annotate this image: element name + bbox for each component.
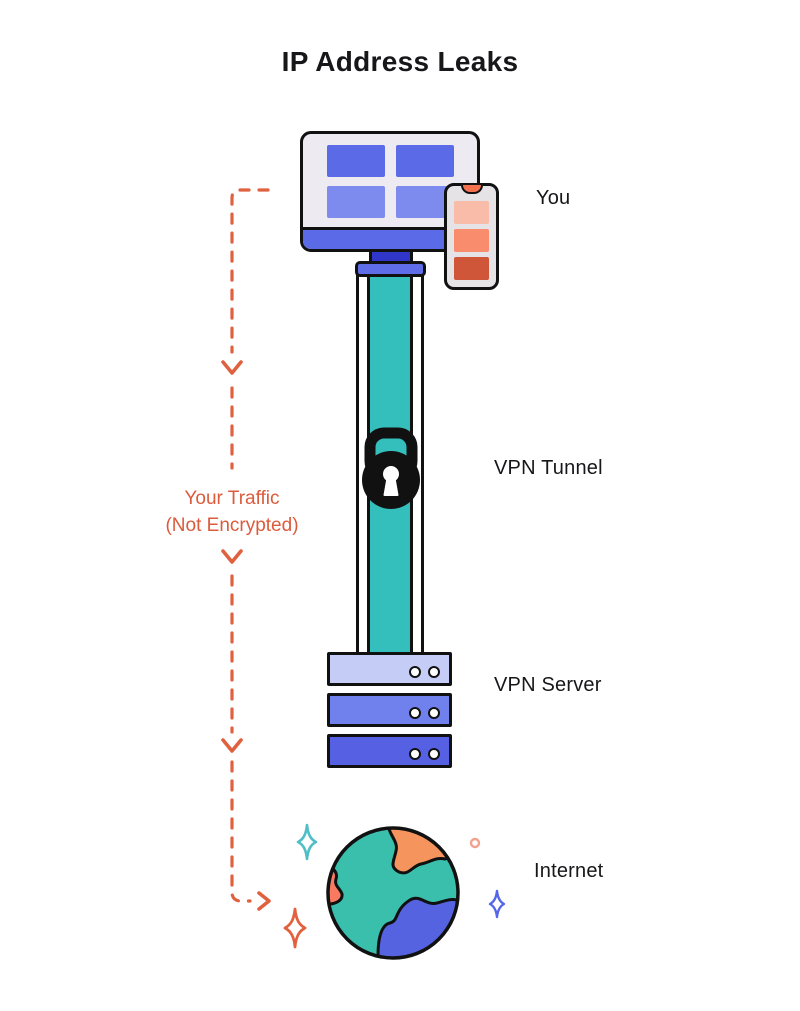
- server-light: [428, 748, 440, 760]
- monitor-screen: [303, 134, 477, 227]
- arrow-down-icon: [221, 360, 243, 375]
- server-light: [409, 666, 421, 678]
- traffic-note-line2: (Not Encrypted): [165, 515, 299, 536]
- server-light: [428, 666, 440, 678]
- arrow-right-icon: [257, 891, 271, 911]
- page-title: IP Address Leaks: [281, 46, 519, 77]
- you-label: You: [536, 187, 571, 209]
- vpn-server-label: VPN Server: [494, 674, 602, 696]
- screen-window-tile: [327, 186, 385, 218]
- arrow-down-icon: [221, 738, 243, 753]
- sparkle-icon: [488, 889, 506, 919]
- monitor-bottom-bar: [303, 227, 477, 249]
- phone-notch: [460, 185, 483, 194]
- server-row: [327, 734, 452, 768]
- internet-label: Internet: [534, 860, 604, 882]
- phone-content-tile: [454, 201, 489, 224]
- lock-icon: [362, 427, 420, 509]
- server-light: [409, 707, 421, 719]
- earth-icon: [326, 826, 460, 960]
- screen-window-tile: [396, 145, 454, 177]
- screen-window-tile: [327, 145, 385, 177]
- smartphone-icon: [444, 183, 499, 290]
- traffic-note: Your Traffic (Not Encrypted): [117, 485, 347, 539]
- dashed-segment: [230, 188, 270, 354]
- server-row: [327, 652, 452, 686]
- server-row: [327, 693, 452, 727]
- vpn-tunnel-label: VPN Tunnel: [494, 457, 603, 479]
- dashed-segment: [230, 760, 252, 903]
- sparkle-icon: [296, 823, 318, 861]
- vpn-tunnel-cap: [355, 261, 426, 277]
- sparkle-icon: [283, 907, 307, 949]
- phone-content-tile: [454, 257, 489, 280]
- arrow-down-icon: [221, 549, 243, 564]
- monitor-icon: [300, 131, 480, 252]
- phone-content-tile: [454, 229, 489, 252]
- unencrypted-traffic-path: [221, 188, 271, 911]
- ring-icon: [469, 837, 481, 849]
- server-light: [409, 748, 421, 760]
- traffic-note-line1: Your Traffic: [184, 488, 280, 509]
- server-light: [428, 707, 440, 719]
